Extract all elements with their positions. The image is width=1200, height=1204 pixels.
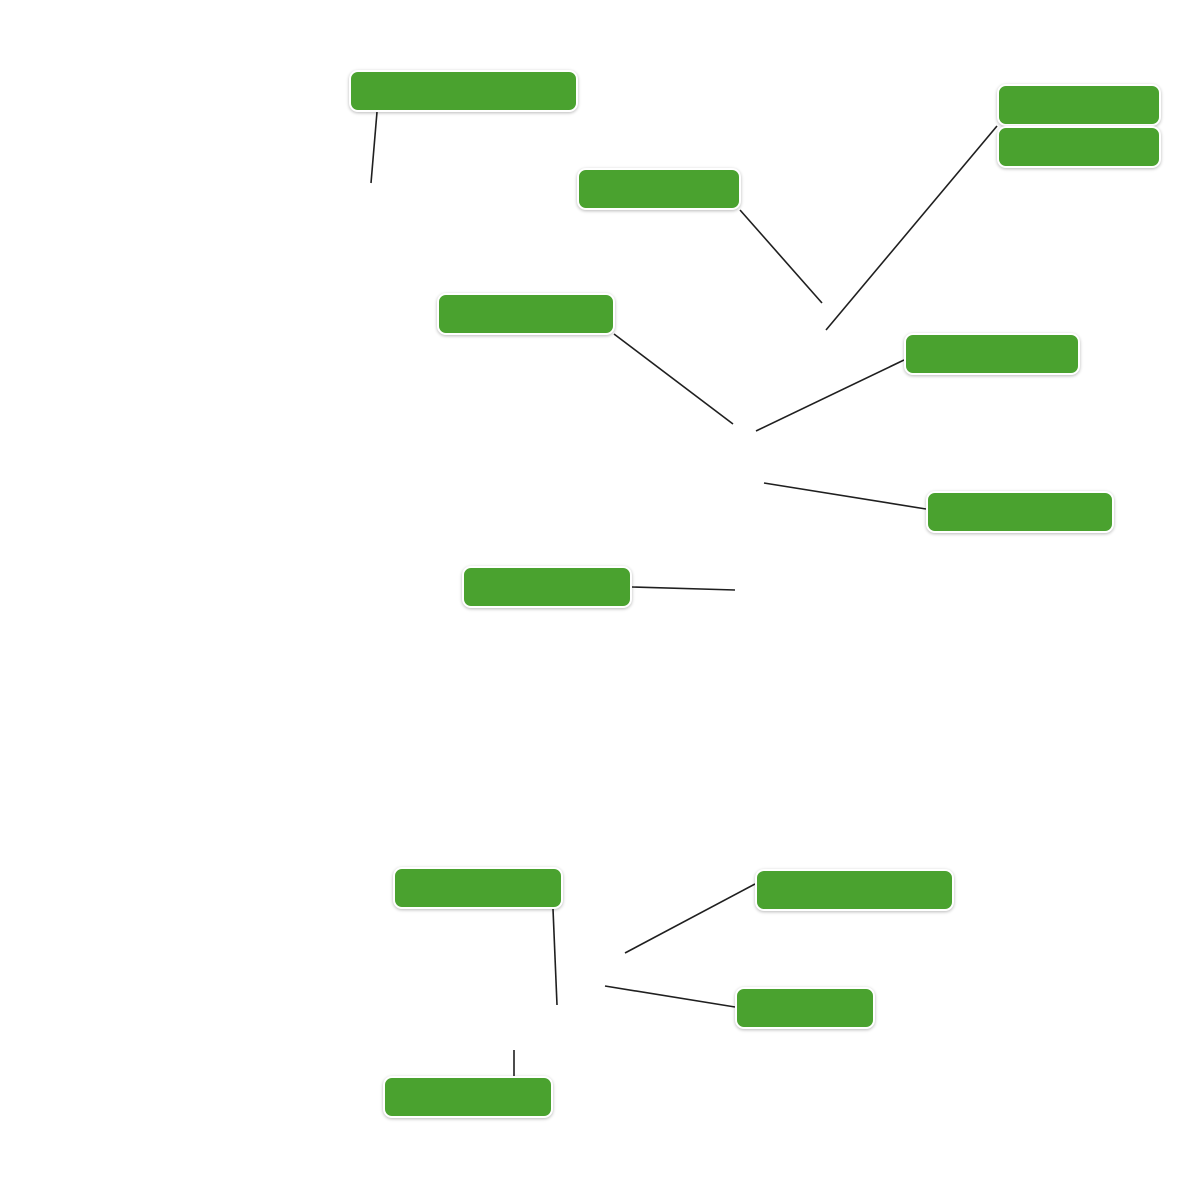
leader-line [613,333,734,425]
leader-line [739,209,823,304]
diagram-label [735,987,875,1029]
leader-line [604,985,736,1008]
diagram-label [755,869,954,911]
diagram-label [383,1076,553,1118]
leader-line [624,883,756,954]
diagram-label [997,126,1161,168]
diagram-label [997,84,1161,126]
diagram-label [462,566,632,608]
diagram-label [904,333,1080,375]
leader-line [631,586,736,591]
leader-line [552,908,558,1006]
diagram-label [393,867,563,909]
leader-line [755,359,905,432]
diagram-label [926,491,1114,533]
diagram-label [437,293,615,335]
diagram-label [349,70,578,112]
leader-line [763,482,927,510]
leader-line [825,125,998,331]
leader-line [370,111,378,184]
diagram-label [577,168,741,210]
